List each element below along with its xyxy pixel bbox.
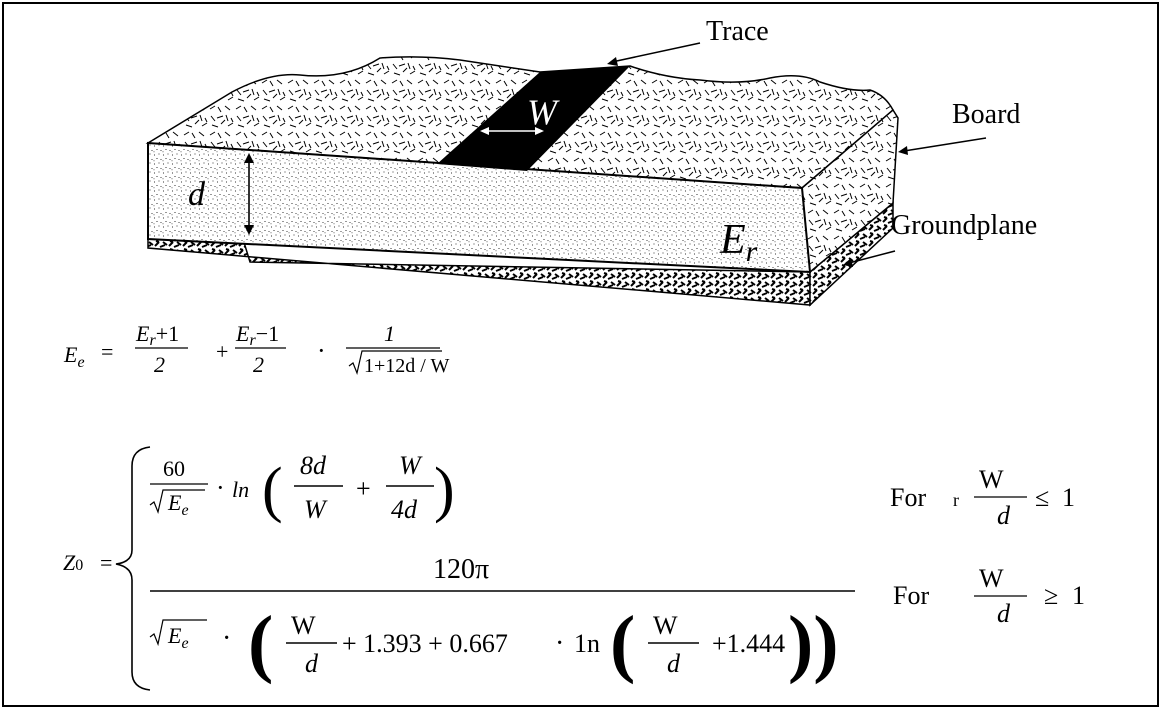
svg-text:)): ))	[788, 601, 839, 685]
svg-text:Er+1: Er+1	[135, 321, 179, 349]
thickness-arrow	[244, 153, 254, 235]
svg-text:Ee: Ee	[167, 490, 189, 519]
characteristic-impedance-formula: Z0 = 60 Ee · ln ( 8d W + W 4d ) For r W …	[63, 446, 1085, 691]
svg-text:1+12d / W: 1+12d / W	[364, 355, 449, 377]
svg-text:+1.444: +1.444	[712, 629, 785, 658]
svg-text:+: +	[356, 474, 371, 503]
svg-text:2: 2	[154, 352, 165, 377]
svg-text:d: d	[305, 649, 319, 678]
svg-text:d: d	[997, 501, 1011, 530]
svg-text:+: +	[216, 339, 228, 364]
svg-text:W: W	[979, 564, 1004, 593]
width-label: W	[527, 92, 560, 132]
svg-text:ln: ln	[232, 477, 249, 502]
thickness-label: d	[188, 176, 206, 213]
svg-text:≥: ≥	[1044, 581, 1058, 610]
width-arrow	[480, 127, 544, 135]
svg-text:·: ·	[555, 628, 564, 659]
svg-text:Er−1: Er−1	[235, 321, 279, 349]
groundplane-label: Groundplane	[891, 210, 1037, 241]
svg-text:1n: 1n	[574, 629, 600, 658]
svg-text:(: (	[262, 456, 283, 524]
svg-text:Ee: Ee	[167, 623, 189, 652]
svg-text:W: W	[291, 611, 316, 640]
svg-text:(: (	[610, 601, 635, 685]
case-2: 120π Ee · ( W d + 1.393 + 0.667 · 1n ( W…	[149, 554, 1085, 685]
svg-text:W: W	[399, 451, 423, 480]
svg-text:Ee: Ee	[63, 342, 85, 371]
callout-pointers	[607, 42, 987, 267]
svg-text:·: ·	[317, 336, 326, 365]
effective-permittivity-formula: Ee = Er+1 2 + Er−1 2 · 1 1+12d / W	[63, 321, 449, 377]
board-label: Board	[952, 99, 1020, 130]
svg-text:d: d	[997, 599, 1011, 628]
svg-text:=: =	[101, 339, 113, 364]
svg-text:1: 1	[384, 321, 395, 346]
svg-text:·: ·	[222, 623, 231, 654]
svg-text:r: r	[953, 490, 959, 510]
svg-text:For: For	[893, 581, 929, 610]
svg-text:60: 60	[163, 456, 185, 481]
svg-text:W: W	[653, 611, 678, 640]
board-front-face	[147, 141, 812, 274]
svg-text:=: =	[100, 550, 112, 575]
svg-text:≤: ≤	[1035, 483, 1049, 512]
svg-text:4d: 4d	[391, 495, 418, 524]
svg-text:2: 2	[253, 352, 264, 377]
svg-text:For: For	[890, 483, 926, 512]
svg-text:Z0: Z0	[63, 550, 83, 575]
svg-text:): )	[434, 456, 455, 524]
svg-text:1: 1	[1062, 483, 1075, 512]
case-1: 60 Ee · ln ( 8d W + W 4d ) For r W d ≤ 1	[149, 451, 1075, 530]
trace-strip	[437, 66, 630, 171]
svg-text:W: W	[979, 465, 1004, 494]
svg-text:8d: 8d	[300, 451, 327, 480]
case-brace	[115, 446, 151, 691]
svg-text:d: d	[667, 649, 681, 678]
svg-text:+ 1.393 + 0.667: + 1.393 + 0.667	[342, 629, 508, 658]
svg-text:1: 1	[1072, 581, 1085, 610]
svg-text:(: (	[248, 601, 273, 685]
svg-text:120π: 120π	[433, 554, 489, 585]
permittivity-label: Er	[719, 217, 758, 268]
svg-text:·: ·	[216, 473, 225, 502]
trace-label: Trace	[706, 16, 769, 47]
svg-text:W: W	[304, 495, 328, 524]
